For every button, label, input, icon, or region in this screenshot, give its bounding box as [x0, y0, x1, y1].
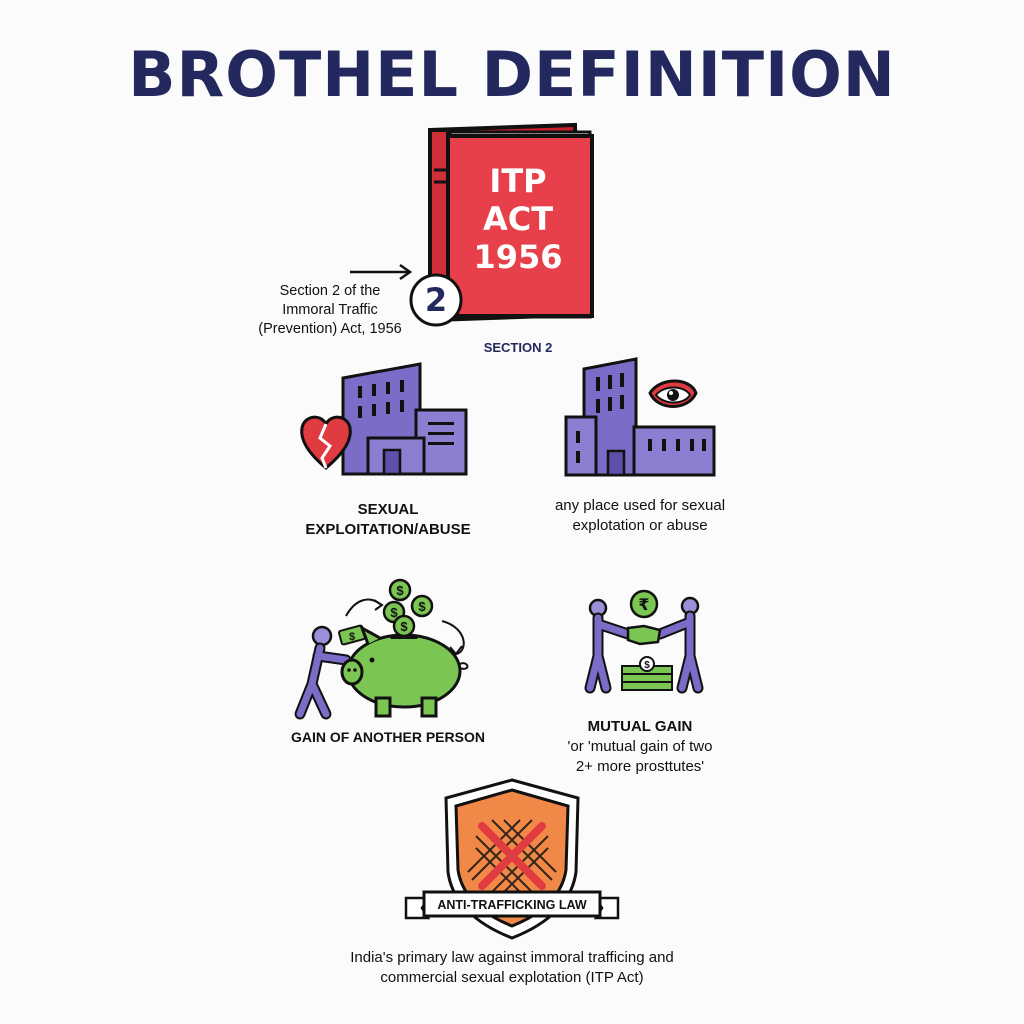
cash-symbol: $ — [349, 631, 355, 643]
handshake-money-icon: ₹ $ — [584, 589, 704, 694]
section-badge-icon: 2 — [409, 273, 463, 327]
mutual-gain-line2: 2+ more prosttutes' — [575, 758, 705, 775]
footer-line1: India's primary law against immoral traf… — [350, 949, 674, 966]
pointer-arrow-icon — [350, 263, 413, 281]
book-title-line3: 1956 — [473, 238, 562, 276]
section-caption: SECTION 2 — [483, 340, 553, 355]
footer-description: India's primary law against immoral traf… — [262, 948, 762, 988]
book-title-line1: ITP — [489, 162, 546, 200]
broken-heart-building-icon — [300, 362, 468, 476]
section-reference-line3: (Prevention) Act, 1956 — [258, 321, 402, 337]
book-title-line2: ACT — [483, 200, 553, 238]
any-place-line2: explotation or abuse — [572, 517, 708, 534]
coin-symbol-1: $ — [396, 583, 404, 598]
sexual-exploitation-label: SEXUAL EXPLOITATION/ABUSE — [268, 500, 508, 540]
mutual-gain-description: 'or 'mutual gain of two 2+ more prosttut… — [520, 737, 760, 777]
section-badge-number: 2 — [425, 281, 447, 319]
watching-eye-building-icon — [564, 357, 716, 477]
page-title: BROTHEL DEFINITION — [128, 38, 896, 111]
any-place-line1: any place used for sexual — [554, 497, 726, 514]
mutual-gain-line1: 'or 'mutual gain of two — [567, 738, 713, 755]
sexual-exploitation-line2: EXPLOITATION/ABUSE — [305, 521, 471, 538]
section-reference-line2: Immoral Traffic — [282, 302, 378, 318]
rupee-coin-symbol: ₹ — [638, 595, 649, 614]
section-reference: Section 2 of the Immoral Traffic (Preven… — [240, 282, 420, 339]
mutual-gain-heading: MUTUAL GAIN — [587, 718, 693, 735]
coin-symbol-4: $ — [400, 619, 408, 634]
shield-crossed-net-icon: ANTI-TRAFFICKING LAW — [404, 778, 620, 940]
footer-line2: commercial sexual explotation (ITP Act) — [380, 969, 644, 986]
bundle-symbol: $ — [644, 660, 650, 671]
coin-symbol-2: $ — [390, 605, 398, 620]
coin-symbol-3: $ — [418, 599, 426, 614]
any-place-label: any place used for sexual explotation or… — [520, 496, 760, 536]
shield-ribbon-label: ANTI-TRAFFICKING LAW — [437, 898, 586, 912]
sexual-exploitation-line1: SEXUAL — [357, 501, 419, 518]
law-book-icon: ITP ACT 1956 — [427, 122, 594, 323]
section-reference-line1: Section 2 of the — [279, 283, 381, 299]
piggy-bank-icon: $ $ $ $ $ — [294, 578, 469, 720]
gain-of-another-label: GAIN OF ANOTHER PERSON — [291, 729, 485, 745]
